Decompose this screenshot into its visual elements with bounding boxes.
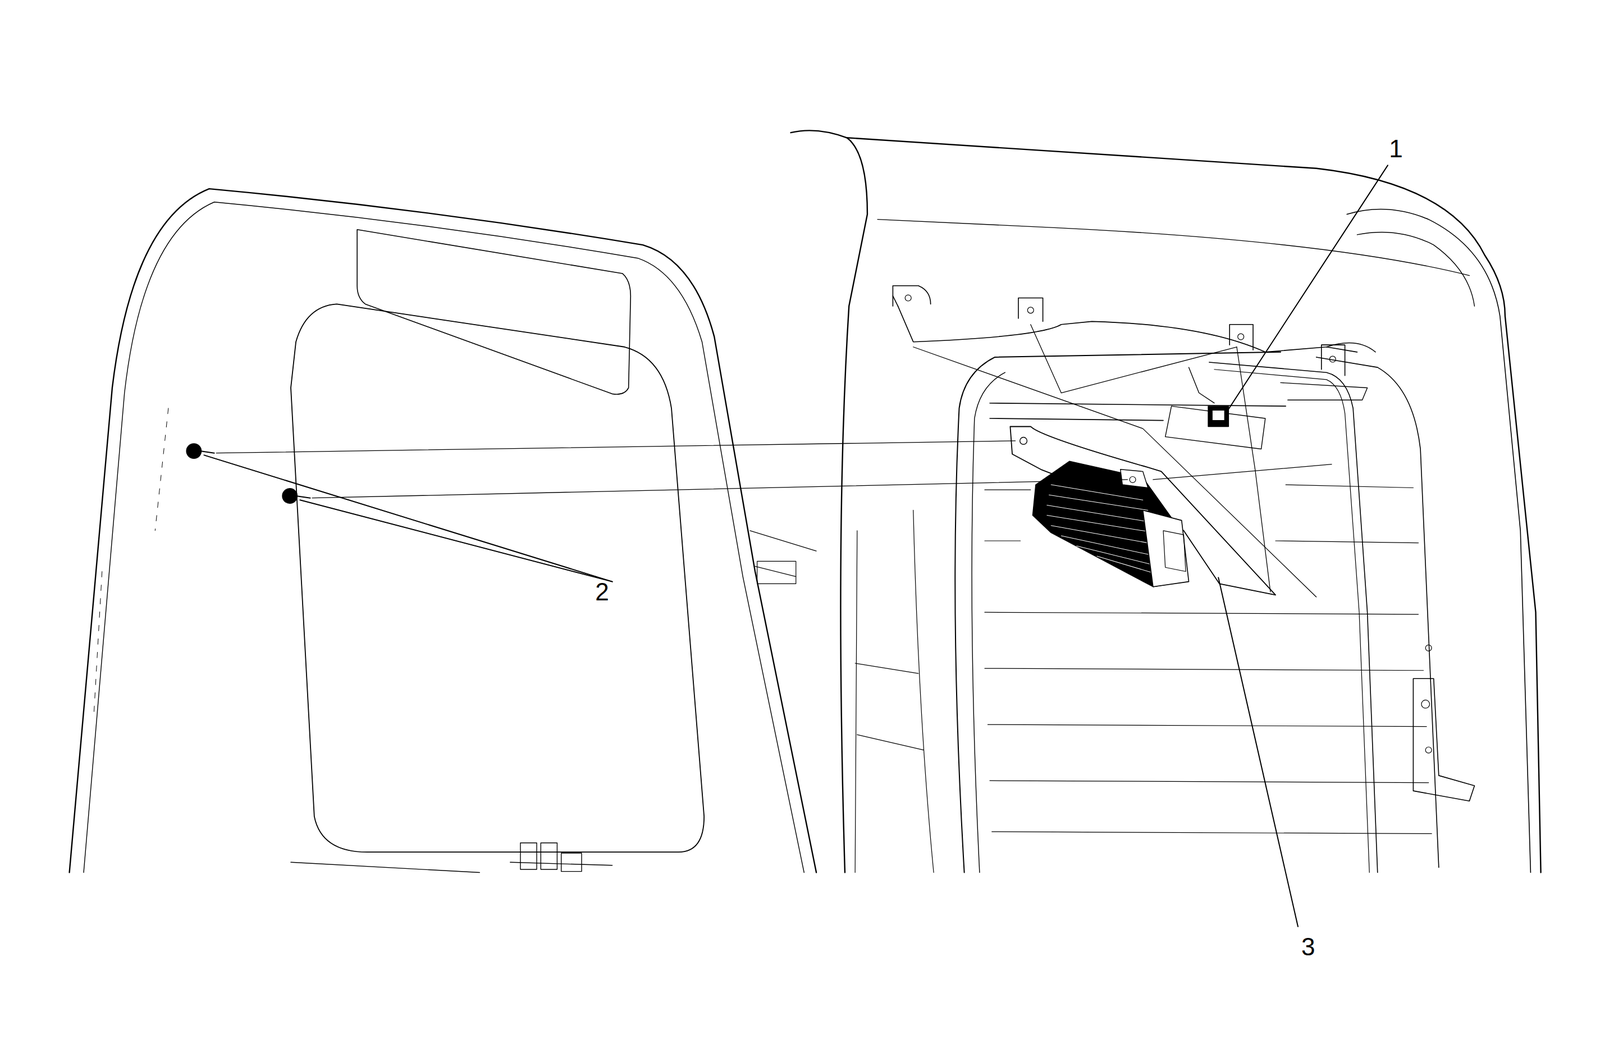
seat-module	[1009, 426, 1276, 595]
leader-line	[204, 165, 1388, 926]
callout-number: 3	[1301, 934, 1315, 959]
callout-number: 2	[595, 579, 609, 605]
electrical-connector	[1165, 405, 1266, 449]
installation-line	[216, 324, 1332, 597]
left-seat-back	[69, 188, 817, 872]
right-seat-back	[791, 130, 1542, 872]
callout-number: 1	[1388, 136, 1403, 162]
